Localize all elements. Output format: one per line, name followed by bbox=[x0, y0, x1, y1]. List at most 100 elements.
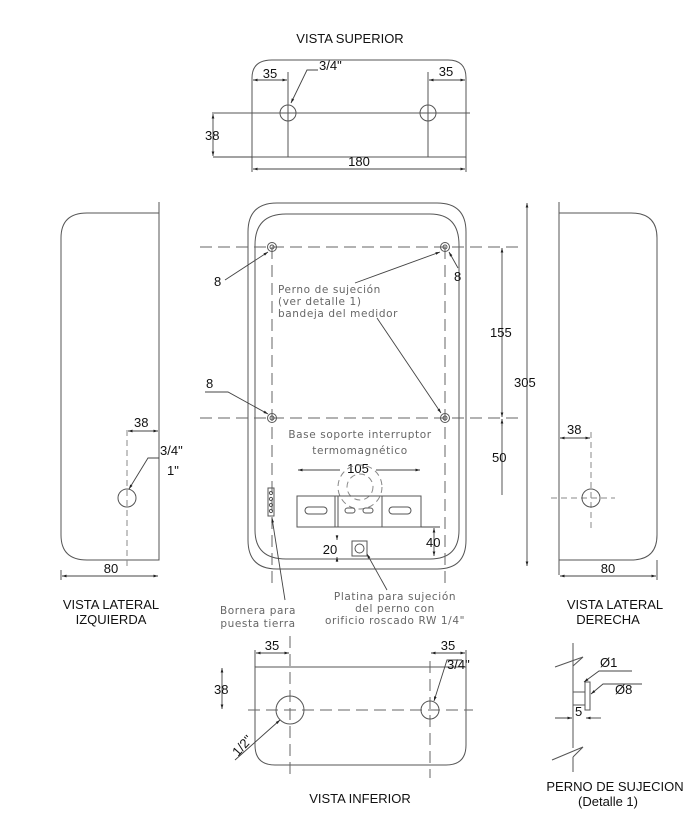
breaker-base-center bbox=[334, 495, 383, 528]
bolt-hole-br-inner bbox=[442, 415, 448, 421]
right-view-title-2: DERECHA bbox=[576, 612, 640, 627]
detail-break-top bbox=[554, 656, 584, 668]
bottom-dim-left: 35 bbox=[265, 638, 279, 653]
bottom-dim-right: 35 bbox=[441, 638, 455, 653]
detail-title-2: (Detalle 1) bbox=[578, 794, 638, 809]
detail-small-dia: Ø1 bbox=[600, 655, 617, 670]
bottom-hole-large-label: 1/2" bbox=[229, 732, 256, 759]
base-note-line-1: Base soporte interruptor bbox=[288, 429, 431, 441]
hole-spacing-dim: 155 bbox=[490, 325, 512, 340]
base-note-line-2: termomagnético bbox=[312, 445, 407, 457]
slot-left bbox=[304, 506, 328, 515]
breaker-inner-dashed bbox=[346, 473, 374, 501]
bottom-view-title: VISTA INFERIOR bbox=[309, 791, 411, 806]
bottom-small-hole-leader bbox=[433, 659, 462, 702]
top-hole-right bbox=[419, 104, 437, 122]
top-view-title: VISTA SUPERIOR bbox=[296, 31, 403, 46]
total-height-dim: 305 bbox=[514, 375, 536, 390]
left-hole-label-1: 3/4" bbox=[160, 443, 183, 458]
top-view: VISTA SUPERIOR 35 35 3/4" 38 180 bbox=[205, 31, 470, 172]
base-width-dim: 105 bbox=[347, 461, 369, 476]
detail-view: Ø1 Ø8 5 PERNO DE SUJECION (Detalle 1) bbox=[546, 643, 684, 809]
bolt-hole-tl-inner bbox=[269, 244, 275, 250]
hole-tr-dia: 8 bbox=[454, 269, 461, 284]
left-depth-dim: 80 bbox=[104, 561, 118, 576]
plate-note-line-2: del perno con bbox=[355, 603, 435, 615]
top-hole-leader bbox=[290, 69, 318, 104]
top-hole-label: 3/4" bbox=[319, 58, 342, 73]
top-dim-width: 180 bbox=[348, 154, 370, 169]
top-dim-depth: 38 bbox=[205, 128, 219, 143]
top-view-outline bbox=[251, 59, 467, 158]
left-view-title-1: VISTA LATERAL bbox=[63, 597, 159, 612]
detail-title-1: PERNO DE SUJECION bbox=[546, 779, 683, 794]
lower-dim: 50 bbox=[492, 450, 506, 465]
front-outer-outline bbox=[247, 202, 467, 570]
front-inner-outline bbox=[254, 213, 460, 560]
bolt-hole-bl-inner bbox=[269, 415, 275, 421]
left-view-outline bbox=[60, 212, 160, 561]
ground-terminal bbox=[267, 487, 275, 517]
bolt-hole-tr bbox=[440, 242, 450, 252]
hole-bl-leader bbox=[205, 391, 269, 415]
top-dim-right: 35 bbox=[439, 64, 453, 79]
plate-note-line-3: orificio roscado RW 1/4" bbox=[325, 615, 465, 627]
ground-screw-1 bbox=[268, 490, 274, 496]
hole-tl-dia: 8 bbox=[214, 274, 221, 289]
bottom-view-outline bbox=[254, 666, 467, 766]
slot-right bbox=[388, 506, 412, 515]
bolt-plate bbox=[351, 540, 368, 557]
bottom-large-hole-leader bbox=[234, 719, 281, 761]
hole-bl-dia: 8 bbox=[206, 376, 213, 391]
left-view: 38 3/4" 1" 80 VISTA LATERAL IZQUIERDA bbox=[60, 202, 183, 627]
bolt-note-line-1: Perno de sujeción bbox=[278, 284, 381, 296]
bolt-hole-bl bbox=[267, 413, 277, 423]
breaker-outline-dashed bbox=[337, 464, 383, 510]
top-hole-left bbox=[279, 104, 297, 122]
left-hole bbox=[117, 488, 137, 508]
plate-offset-dim: 20 bbox=[323, 542, 337, 557]
bolt-note-line-3: bandeja del medidor bbox=[278, 308, 398, 320]
right-hole bbox=[581, 488, 601, 508]
hole-tr-leader bbox=[448, 251, 459, 269]
detail-small-dia-leader bbox=[583, 670, 632, 683]
ground-note-line-2: puesta tierra bbox=[220, 618, 295, 630]
detail-large-dia: Ø8 bbox=[615, 682, 632, 697]
ground-screw-3 bbox=[268, 502, 274, 508]
left-hole-label-2: 1" bbox=[167, 463, 179, 478]
detail-length: 5 bbox=[575, 704, 582, 719]
ground-screw-2 bbox=[268, 496, 274, 502]
slot-center-left bbox=[344, 507, 356, 514]
left-view-title-2: IZQUIERDA bbox=[76, 612, 147, 627]
bolt-note-leader-top bbox=[354, 251, 441, 284]
hole-tl-leader bbox=[224, 251, 269, 281]
bottom-view: 35 35 38 3/4" 1/2" VISTA INFERIOR bbox=[214, 636, 473, 806]
right-offset-dim: 38 bbox=[567, 422, 581, 437]
ground-leader bbox=[271, 517, 286, 601]
detail-break-bottom bbox=[551, 746, 584, 761]
right-view: 38 80 VISTA LATERAL DERECHA bbox=[551, 202, 663, 627]
bottom-hole-small-label: 3/4" bbox=[447, 657, 470, 672]
bolt-note-line-2: (ver detalle 1) bbox=[278, 296, 362, 308]
top-dim-left: 35 bbox=[263, 66, 277, 81]
right-depth-dim: 80 bbox=[601, 561, 615, 576]
slot-center-right bbox=[362, 507, 374, 514]
bottom-hole-large bbox=[275, 695, 305, 725]
bolt-hole-tr-inner bbox=[442, 244, 448, 250]
breaker-base-plate bbox=[296, 495, 422, 528]
front-view: 8 8 8 Perno de sujeción (ver detalle 1) … bbox=[200, 202, 536, 630]
bolt-note-leader-bottom bbox=[376, 317, 442, 414]
bolt-hole-tl bbox=[267, 242, 277, 252]
base-height-dim: 40 bbox=[426, 535, 440, 550]
left-offset-dim: 38 bbox=[134, 415, 148, 430]
plate-leader bbox=[366, 553, 388, 591]
plate-note-line-1: Platina para sujeción bbox=[334, 591, 456, 603]
ground-note-line-1: Bornera para bbox=[220, 605, 296, 617]
bottom-dim-depth: 38 bbox=[214, 682, 228, 697]
bolt-plate-hole bbox=[354, 543, 365, 554]
detail-bolt-head bbox=[584, 681, 591, 711]
ground-screw-4 bbox=[268, 508, 274, 514]
right-view-title-1: VISTA LATERAL bbox=[567, 597, 663, 612]
bottom-hole-small bbox=[420, 700, 440, 720]
